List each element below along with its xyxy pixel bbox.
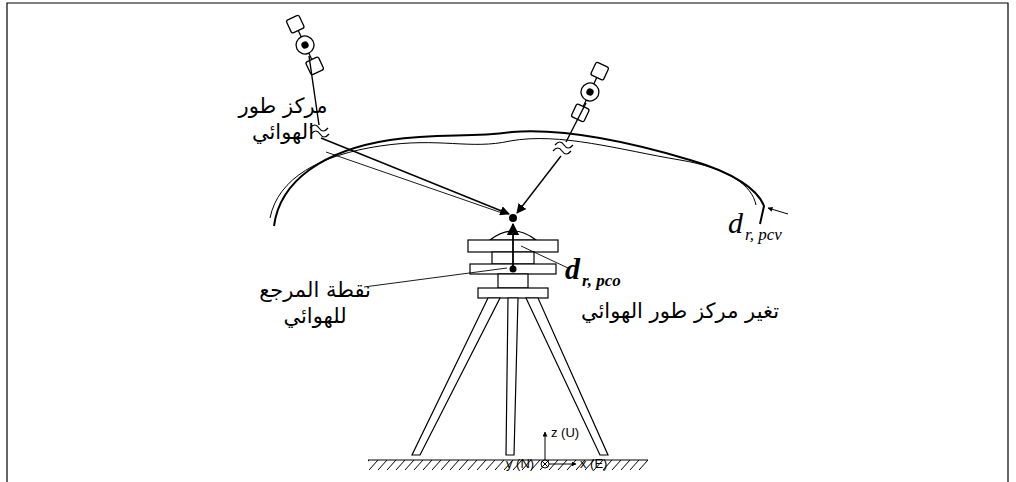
pcv-symbol: d <box>728 204 743 242</box>
pco-symbol: d <box>565 250 580 288</box>
phase-center-label: مركز طور الهوائي <box>228 93 338 146</box>
pco-subscript: r, pco <box>582 270 621 291</box>
axis-label: z (U) <box>551 425 579 441</box>
pcv-subscript: r, pcv <box>745 224 782 245</box>
axis-label: x (E) <box>580 456 607 472</box>
axis-label: y (N) <box>506 456 534 472</box>
pco-variation-label: تغير مركز طور الهوائي <box>560 298 800 324</box>
reference-point-label: نقطة المرجع للهوائي <box>255 277 375 330</box>
